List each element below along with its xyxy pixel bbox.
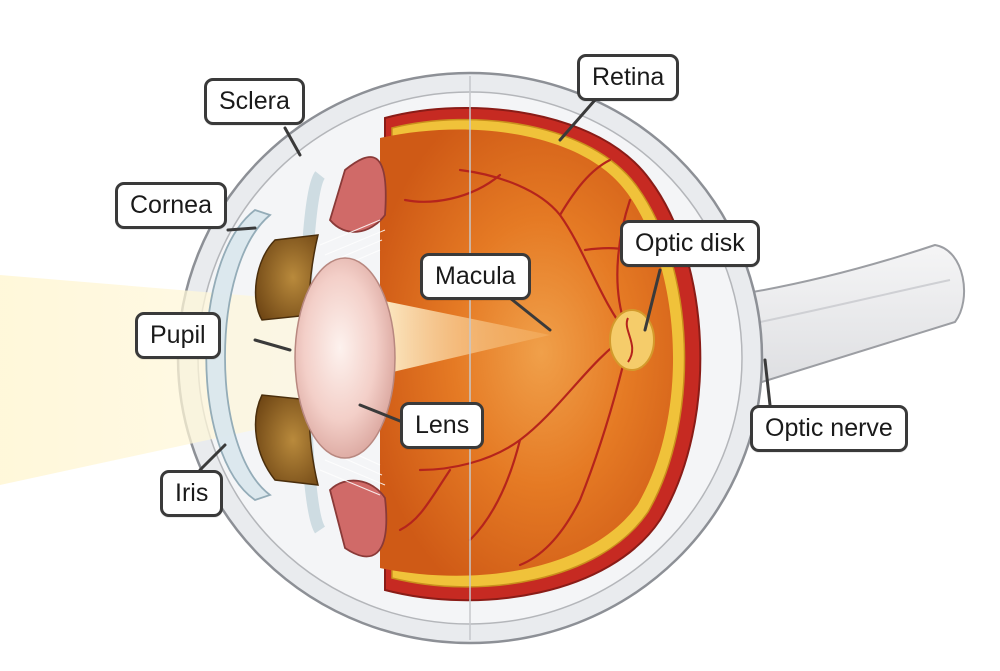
label-retina: Retina	[577, 54, 680, 101]
label-macula: Macula	[420, 253, 531, 300]
label-lens: Lens	[400, 402, 485, 449]
vitreous-body	[380, 129, 674, 576]
ciliary-body-lower	[328, 479, 388, 558]
cornea-shape	[205, 208, 272, 501]
ciliary-body-upper	[328, 156, 387, 233]
label-optic-disk: Optic disk	[620, 220, 760, 267]
label-cornea: Cornea	[115, 182, 227, 229]
label-iris: Iris	[160, 470, 224, 517]
label-sclera: Sclera	[204, 78, 305, 125]
label-pupil: Pupil	[135, 312, 221, 359]
label-optic-nerve: Optic nerve	[750, 405, 908, 452]
optic-disk	[609, 309, 655, 371]
lens-shape	[294, 257, 396, 459]
optic-nerve	[698, 243, 966, 397]
focused-beam	[380, 300, 550, 375]
